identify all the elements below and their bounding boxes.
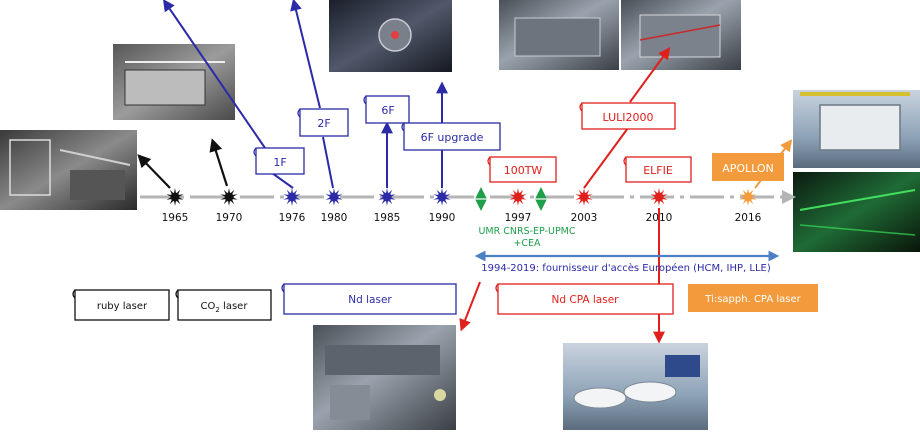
era-nd-cpa-laser: Nd CPA laser: [495, 283, 674, 315]
milestone-boxes: 1F 2F 6F 6F upgrade 100TW LULI2000: [253, 95, 784, 183]
year-label: 1976: [279, 212, 306, 224]
star-marker-icon: [166, 188, 184, 206]
milestone-label-apollon: APOLLON: [722, 162, 774, 175]
milestone-100tw: 100TW: [487, 156, 557, 183]
photo-nd-cpa-laser-bay: [563, 343, 708, 430]
era-bars: ruby laser CO2 laser Nd laser Nd CPA las…: [72, 283, 818, 321]
green-diamond-markers: [475, 187, 547, 211]
access-range-label: 1994-2019: fournisseur d'accès Européen …: [481, 262, 771, 274]
photo-luli2000-left: [499, 0, 619, 70]
milestone-1f: 1F: [253, 147, 305, 175]
milestone-label-6f-upgrade: 6F upgrade: [421, 131, 484, 144]
photo-co2-laser: [113, 44, 235, 120]
milestone-apollon: APOLLON: [712, 153, 784, 181]
star-marker-icon: [378, 188, 396, 206]
milestone-label-2f: 2F: [317, 117, 330, 130]
milestone-6f-upgrade: 6F upgrade: [401, 122, 501, 151]
year-label: 1985: [374, 212, 401, 224]
year-label: 2016: [735, 212, 762, 224]
star-marker-icon: [575, 188, 593, 206]
star-marker-icon: [739, 188, 757, 206]
milestone-label-6f: 6F: [381, 104, 394, 117]
arrow-1980: [322, 136, 334, 189]
timeline-axis-arrowhead: [782, 190, 796, 204]
year-label: 2003: [571, 212, 598, 224]
star-marker-icon: [509, 188, 527, 206]
star-marker-icon: [325, 188, 343, 206]
era-label-nd-cpa: Nd CPA laser: [552, 294, 620, 306]
year-label: 2010: [646, 212, 673, 224]
era-ruby-laser: ruby laser: [72, 289, 170, 321]
era-co2-laser: CO2 laser: [175, 289, 272, 321]
era-nd-laser: Nd laser: [281, 283, 457, 315]
green-diamond-icon: [535, 187, 547, 211]
year-label: 1980: [321, 212, 348, 224]
photo-apollon-chamber: [793, 90, 920, 168]
year-label: 1970: [216, 212, 243, 224]
arrow-2003-up: [629, 47, 671, 103]
star-marker-icon: [433, 188, 451, 206]
lab-note-line2: +CEA: [513, 238, 541, 249]
milestone-luli2000: LULI2000: [579, 102, 676, 130]
green-diamond-icon: [475, 187, 487, 211]
arrow-1980-up: [290, 0, 321, 109]
milestone-label-elfie: ELFIE: [643, 164, 673, 177]
photo-nd-laser-room: [313, 325, 456, 430]
arrow-2003: [583, 127, 629, 189]
year-label: 1997: [505, 212, 532, 224]
era-ti-sapph-cpa-laser: Ti:sapph. CPA laser: [688, 284, 818, 312]
year-markers: 1965 1970 1976 1980 1985 1990 1997 2003 2010 2016: [162, 188, 762, 224]
era-label-ti-sapph: Ti:sapph. CPA laser: [704, 294, 801, 305]
photo-apollon-green: [793, 172, 920, 252]
arrow-1976-up: [162, 0, 266, 149]
milestone-label-luli2000: LULI2000: [603, 111, 654, 124]
milestone-elfie: ELFIE: [623, 156, 692, 183]
milestone-label-1f: 1F: [273, 156, 286, 169]
star-marker-icon: [650, 188, 668, 206]
star-marker-icon: [220, 188, 238, 206]
star-marker-icon: [283, 188, 301, 206]
arrow-1965: [137, 154, 171, 189]
photo-nd-laser-hall: [329, 0, 452, 72]
year-label: 1965: [162, 212, 189, 224]
lab-note-line1: UMR CNRS-EP-UPMC: [478, 226, 575, 237]
arrow-1970: [209, 138, 229, 187]
milestone-label-100tw: 100TW: [504, 164, 543, 177]
era-label-nd: Nd laser: [348, 294, 392, 306]
era-label-ruby: ruby laser: [97, 301, 148, 312]
milestone-2f: 2F: [297, 108, 349, 137]
photo-luli2000-right: [621, 0, 741, 70]
arrow-1997-down: [459, 281, 481, 332]
photo-ruby-laser: [0, 130, 137, 210]
era-label-co2: CO2 laser: [201, 301, 249, 314]
year-label: 1990: [429, 212, 456, 224]
milestone-6f: 6F: [363, 95, 410, 124]
